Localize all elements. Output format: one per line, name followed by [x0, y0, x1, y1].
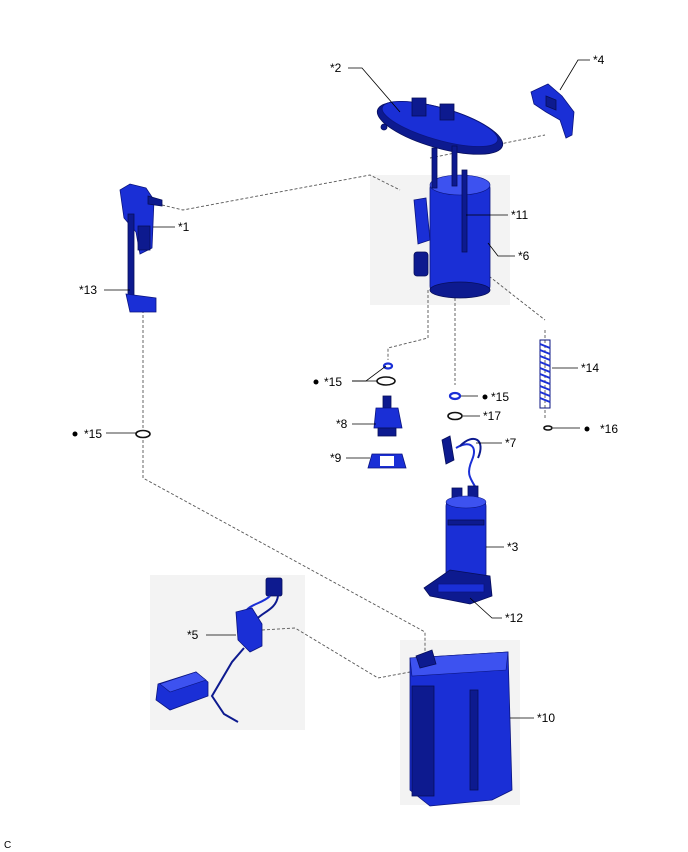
o-ring-small-upper — [382, 362, 394, 370]
o-ring-left — [135, 429, 151, 439]
callout-3: *3 — [507, 540, 519, 554]
leader-lines — [104, 59, 590, 719]
o-ring-upper — [376, 376, 396, 386]
callout-15-left: *15 — [84, 427, 102, 441]
dash-5-to-10 — [261, 627, 411, 679]
callout-16: *16 — [600, 422, 618, 436]
level-sender-part — [155, 577, 283, 723]
callout-15-upper: *15 — [324, 375, 342, 389]
callout-5: *5 — [187, 628, 199, 642]
o-ring-middle — [448, 391, 462, 401]
callout-4: *4 — [593, 53, 605, 67]
clip-16 — [543, 425, 553, 431]
bullet-15-left — [72, 431, 78, 437]
callout-6: *6 — [518, 249, 530, 263]
dashed-lines — [142, 134, 546, 679]
bullet-15-upper — [313, 379, 319, 385]
bullet-15-middle — [482, 394, 488, 400]
callout-8: *8 — [336, 417, 348, 431]
callout-15-middle: *15 — [491, 390, 509, 404]
dash-15-to-10 — [142, 440, 426, 655]
callout-9: *9 — [330, 451, 342, 465]
callout-17: *17 — [483, 409, 501, 423]
dash-2-to-4 — [429, 134, 546, 159]
sender-gauge-part — [119, 183, 163, 313]
callout-13: *13 — [79, 283, 97, 297]
callout-12: *12 — [505, 611, 523, 625]
fuel-pump-part — [445, 485, 487, 581]
spring-part — [539, 339, 551, 409]
dash-6-to-14 — [429, 229, 546, 321]
bracket-part — [530, 83, 575, 139]
dash-1-to-11 — [161, 174, 401, 211]
bullet-16 — [584, 426, 590, 432]
pump-module-part — [413, 145, 491, 299]
dash-6-to-15 — [387, 290, 429, 360]
washer-17 — [447, 411, 463, 421]
figure-code: C — [4, 840, 11, 851]
callout-11: *11 — [511, 208, 528, 222]
callout-7: *7 — [505, 436, 517, 450]
flange-part — [376, 97, 504, 155]
pump-wire-part — [441, 435, 482, 489]
callout-2: *2 — [330, 61, 342, 75]
holder-part — [367, 453, 407, 469]
sub-tank-part — [409, 649, 513, 807]
pressure-regulator-part — [373, 395, 403, 437]
callout-10: *10 — [537, 711, 555, 725]
pump-support-part — [423, 569, 493, 605]
callout-14: *14 — [581, 361, 599, 375]
callout-1: *1 — [178, 220, 190, 234]
